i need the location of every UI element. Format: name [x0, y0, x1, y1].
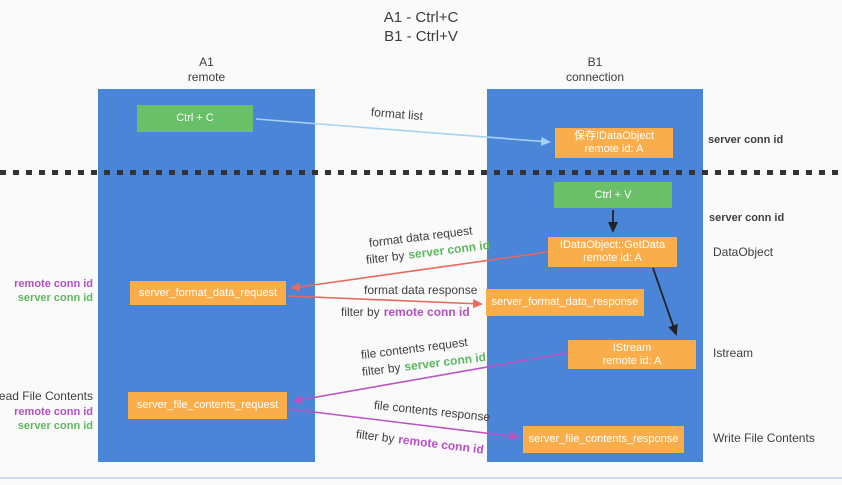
title-line-b1: B1 - Ctrl+V [384, 28, 458, 45]
node-ctrl-c: Ctrl + C [137, 105, 253, 132]
remote-conn-id-text: remote conn id [14, 406, 93, 418]
label-format-data-response: format data response [364, 283, 478, 297]
node-getdata-line1: IDataObject::GetData [559, 239, 666, 251]
lifeline-a1-name: A1 [199, 55, 214, 69]
left-label-conn-ids-2: remote conn id server conn id [14, 405, 93, 433]
node-save-idataobject: 保存IDataObject remote id: A [555, 128, 673, 158]
arrow-format-data-response [287, 295, 483, 309]
diagram-title: A1 - Ctrl+C B1 - Ctrl+V [0, 8, 842, 46]
left-label-read-file-contents: Read File Contents [0, 389, 93, 403]
node-istream-line2: remote id: A [602, 354, 662, 367]
node-save-idataobject-line1: 保存IDataObject [573, 130, 655, 142]
node-format-request-label: server_format_data_request [138, 286, 278, 299]
node-istream-line1: IStream [612, 341, 652, 354]
right-label-write-file-contents: Write File Contents [713, 431, 815, 445]
node-format-response-label: server_format_data_response [491, 296, 639, 308]
node-server-file-contents-response: server_file_contents_response [523, 426, 684, 453]
label-format-list: format list [370, 105, 424, 124]
label-file-contents-response: file contents response [373, 398, 491, 425]
lifeline-header-b1: B1 connection [487, 55, 703, 85]
node-ctrl-c-label: Ctrl + C [176, 112, 214, 124]
server-conn-id-text: server conn id [17, 292, 93, 304]
lifeline-a1-subtitle: remote [187, 70, 226, 84]
right-label-dataobject: DataObject [713, 245, 774, 259]
lifeline-b1-name: B1 [587, 55, 603, 69]
node-idataobject-getdata: IDataObject::GetData remote id: A [548, 237, 677, 267]
lifeline-header-a1: A1 remote [98, 55, 315, 85]
node-save-idataobject-line2: remote id: A [584, 143, 644, 155]
server-conn-id-text: server conn id [17, 420, 93, 432]
node-server-file-contents-request: server_file_contents_request [128, 392, 287, 419]
node-server-format-data-response: server_format_data_response [486, 289, 644, 316]
remote-conn-id-text: remote conn id [397, 432, 485, 457]
remote-conn-id-text: remote conn id [383, 305, 470, 319]
filter-by-text: filter by [355, 427, 396, 446]
filter-by-text: filter by [341, 305, 380, 319]
title-line-a1: A1 - Ctrl+C [383, 9, 459, 26]
filter-by-text: filter by [365, 248, 406, 267]
bottom-rule [0, 477, 842, 479]
node-file-response-label: server_file_contents_response [528, 433, 679, 445]
lifeline-b1-subtitle: connection [565, 70, 625, 84]
remote-conn-id-text: remote conn id [14, 278, 93, 290]
node-server-format-data-request: server_format_data_request [130, 281, 286, 305]
filter-by-text: filter by [361, 360, 402, 379]
node-file-request-label: server_file_contents_request [136, 399, 279, 411]
left-label-conn-ids-1: remote conn id server conn id [14, 277, 93, 305]
node-istream: IStream remote id: A [568, 340, 696, 369]
dotted-separator-line [0, 170, 842, 175]
right-label-istream: Istream [713, 346, 754, 360]
node-ctrl-v: Ctrl + V [554, 182, 672, 208]
node-ctrl-v-label: Ctrl + V [594, 188, 632, 201]
node-getdata-line2: remote id: A [583, 252, 642, 264]
right-label-server-conn-id-2: server conn id [709, 212, 785, 224]
right-label-server-conn-id-1: server conn id [708, 134, 784, 146]
